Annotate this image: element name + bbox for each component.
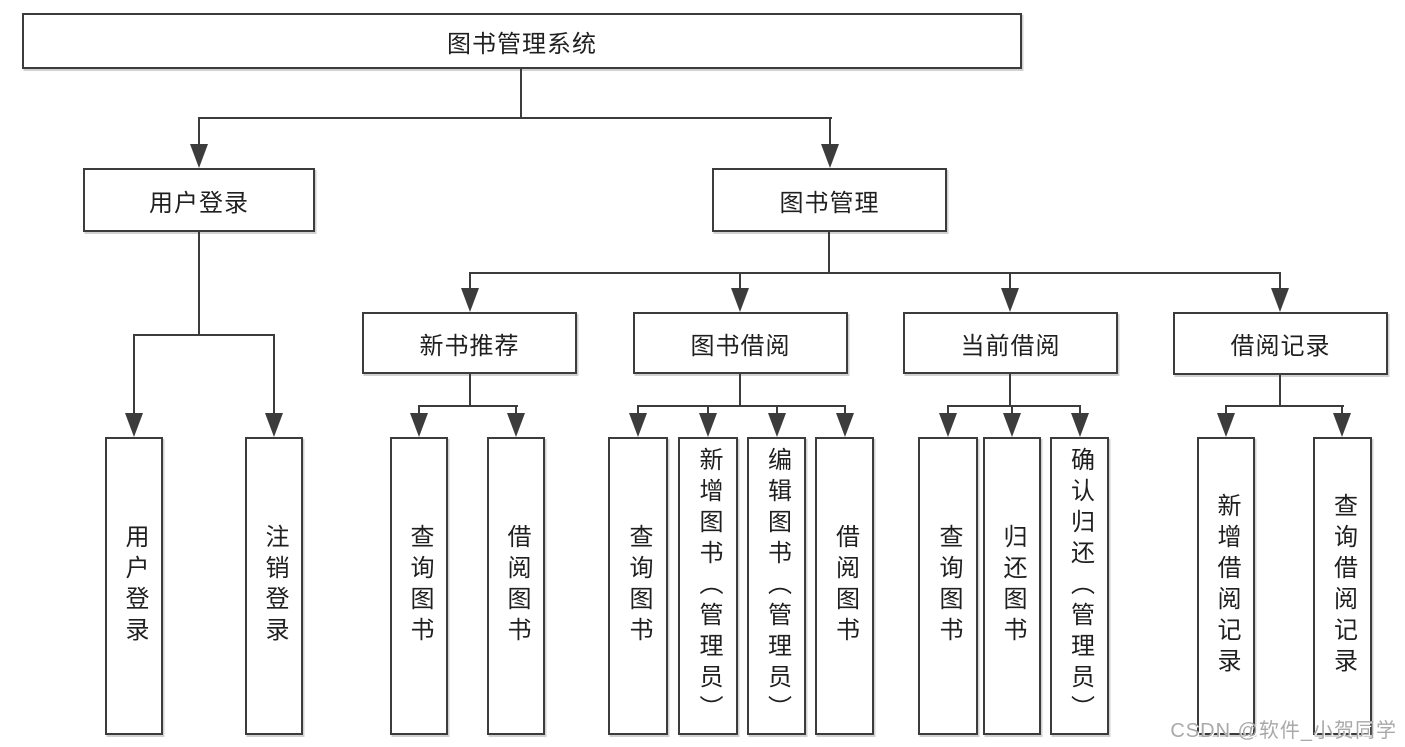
- node-borrowing-records-label: 借阅记录: [1230, 333, 1331, 360]
- arrowhead-icon: [1333, 413, 1351, 437]
- connector-stub-leaf: [418, 405, 420, 417]
- node-library-system: 图书管理系统: [22, 13, 1022, 69]
- connector-stub-leaf: [1341, 405, 1343, 417]
- connector-stub-section: [1009, 272, 1011, 292]
- connector-section-trunk: [739, 372, 741, 407]
- connector-root-trunk: [520, 67, 522, 119]
- leaf-bb-edit-books-admin-label: 编辑图书（管理员）: [763, 446, 791, 726]
- arrowhead-icon: [1217, 413, 1235, 437]
- leaf-cb-return-books-label: 归还图书: [999, 524, 1026, 648]
- arrowhead-icon: [821, 144, 839, 168]
- leaf-nb-query-books: 查询图书: [390, 437, 448, 735]
- node-borrowing-records: 借阅记录: [1173, 312, 1388, 375]
- arrowhead-icon: [629, 413, 647, 437]
- arrowhead-icon: [265, 413, 283, 437]
- node-user-login: 用户登录: [83, 168, 315, 232]
- connector-section-trunk: [1009, 372, 1011, 407]
- leaf-bb-query-books: 查询图书: [608, 437, 668, 735]
- leaf-logout-login-label: 注销登录: [261, 524, 288, 648]
- arrowhead-icon: [768, 413, 786, 437]
- leaf-cb-confirm-return-admin-label: 确认归还（管理员）: [1066, 446, 1094, 726]
- connector-section-crossbar: [418, 405, 518, 407]
- watermark: CSDN @软件_小贺同学: [1170, 720, 1397, 742]
- leaf-user-login-label: 用户登录: [121, 524, 148, 648]
- arrowhead-icon: [939, 413, 957, 437]
- connector-book-management-trunk: [828, 230, 830, 274]
- leaf-logout-login: 注销登录: [245, 437, 303, 735]
- connector-section-crossbar: [637, 405, 846, 407]
- node-new-book-recommendation-label: 新书推荐: [419, 332, 520, 360]
- connector-section-trunk: [469, 372, 471, 407]
- arrowhead-icon: [836, 413, 854, 437]
- arrowhead-icon: [731, 288, 749, 312]
- connector-stub-leaf: [1079, 405, 1081, 417]
- connector-stub-leaf: [947, 405, 949, 417]
- leaf-br-add-borrow-record-label: 新增借阅记录: [1213, 493, 1240, 679]
- node-user-login-label: 用户登录: [149, 189, 249, 217]
- arrowhead-icon: [461, 288, 479, 312]
- connector-stub-leaf: [707, 405, 709, 417]
- connector-section-crossbar: [947, 405, 1081, 407]
- leaf-cb-query-books-label: 查询图书: [935, 524, 962, 648]
- connector-user-login-trunk: [198, 230, 200, 336]
- leaf-cb-return-books: 归还图书: [983, 437, 1041, 735]
- node-book-management-label: 图书管理: [779, 189, 880, 217]
- leaf-nb-borrow-books: 借阅图书: [487, 437, 545, 735]
- node-book-borrowing-label: 图书借阅: [690, 332, 791, 360]
- node-new-book-recommendation: 新书推荐: [362, 312, 577, 374]
- arrowhead-icon: [699, 413, 717, 437]
- node-current-borrowing-label: 当前借阅: [960, 332, 1061, 360]
- arrowhead-icon: [190, 144, 208, 168]
- node-book-borrowing: 图书借阅: [633, 312, 848, 374]
- leaf-bb-borrow-books-label: 借阅图书: [831, 524, 859, 648]
- leaf-bb-query-books-label: 查询图书: [625, 524, 652, 648]
- arrowhead-icon: [507, 413, 525, 437]
- connector-section-trunk: [1279, 373, 1281, 407]
- arrowhead-icon: [410, 413, 428, 437]
- arrowhead-icon: [125, 413, 143, 437]
- connector-stub-section: [1279, 272, 1281, 292]
- connector-user-login-crossbar: [133, 334, 275, 336]
- arrowhead-icon: [1001, 288, 1019, 312]
- arrowhead-icon: [1271, 288, 1289, 312]
- leaf-bb-add-books-admin: 新增图书（管理员）: [678, 437, 738, 735]
- connector-root-crossbar: [198, 117, 832, 119]
- connector-stub-leaf: [1011, 405, 1013, 417]
- leaf-nb-borrow-books-label: 借阅图书: [503, 524, 530, 648]
- node-book-management: 图书管理: [712, 168, 947, 232]
- connector-stub-leaf: [844, 405, 846, 417]
- connector-section-crossbar: [1225, 405, 1344, 407]
- connector-stub-leaf: [776, 405, 778, 417]
- connector-stub-leaf: [1225, 405, 1227, 417]
- connector-stub-leaf: [515, 405, 517, 417]
- connector-stub-section: [739, 272, 741, 292]
- connector-book-management-crossbar: [469, 272, 1281, 274]
- leaf-user-login: 用户登录: [105, 437, 163, 735]
- leaf-br-query-borrow-record-label: 查询借阅记录: [1329, 493, 1357, 679]
- connector-stub-section: [469, 272, 471, 292]
- node-current-borrowing: 当前借阅: [903, 312, 1118, 374]
- leaf-cb-query-books: 查询图书: [918, 437, 978, 735]
- leaf-bb-add-books-admin-label: 新增图书（管理员）: [695, 446, 722, 726]
- node-library-system-label: 图书管理系统: [447, 30, 597, 58]
- leaf-bb-borrow-books: 借阅图书: [815, 437, 874, 735]
- arrowhead-icon: [1071, 413, 1089, 437]
- connector-stub-leaf: [273, 334, 275, 418]
- leaf-br-query-borrow-record: 查询借阅记录: [1313, 437, 1372, 735]
- arrowhead-icon: [1003, 413, 1021, 437]
- leaf-cb-confirm-return-admin: 确认归还（管理员）: [1050, 437, 1109, 735]
- connector-stub-user-login: [198, 117, 200, 147]
- connector-stub-leaf: [133, 334, 135, 418]
- connector-stub-leaf: [637, 405, 639, 417]
- leaf-bb-edit-books-admin: 编辑图书（管理员）: [747, 437, 806, 735]
- leaf-nb-query-books-label: 查询图书: [406, 524, 433, 648]
- connector-stub-book-management: [829, 117, 831, 147]
- leaf-br-add-borrow-record: 新增借阅记录: [1197, 437, 1255, 735]
